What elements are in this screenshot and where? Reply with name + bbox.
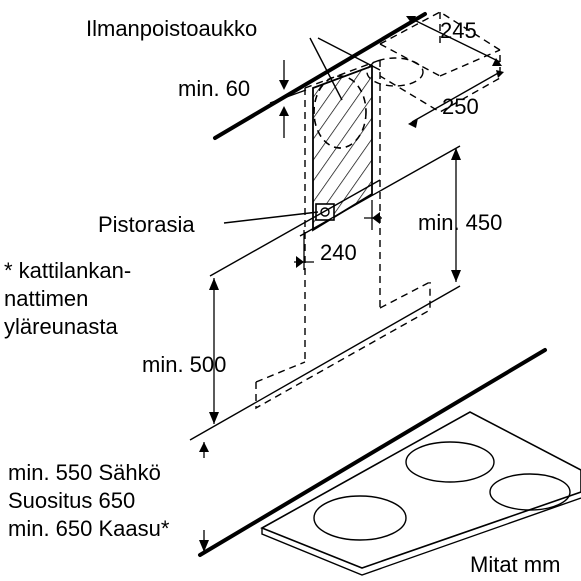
dim-min-60 <box>269 60 307 138</box>
dim-250-label: 250 <box>442 94 479 119</box>
min-60-label: min. 60 <box>178 76 251 101</box>
dim-245-label: 245 <box>440 18 477 43</box>
dim-245 <box>406 16 502 66</box>
dim-240-label: 240 <box>320 240 357 265</box>
chimney-outline <box>304 11 501 362</box>
cooktop <box>198 348 581 576</box>
note-line-3: yläreunasta <box>4 314 118 339</box>
recommended-label: Suositus 650 <box>8 488 136 513</box>
dim-min-450 <box>451 148 461 282</box>
units-label: Mitat mm <box>470 552 561 577</box>
socket-label: Pistorasia <box>98 212 195 237</box>
gas-label: min. 650 Kaasu* <box>8 516 170 541</box>
installation-zone <box>312 64 373 232</box>
socket-pointer <box>223 211 319 224</box>
outlet-pointer-2 <box>317 37 381 71</box>
ceiling-line <box>213 12 427 140</box>
hood-top-line <box>209 179 381 277</box>
hood-body-outline <box>255 281 431 410</box>
note-line-1: * kattilankan- <box>4 258 132 283</box>
zone-bottom-line <box>299 145 461 237</box>
dim-cooktop-distance <box>199 442 209 552</box>
electric-label: min. 550 Sähkö <box>8 460 161 485</box>
outlet-pointer-1 <box>309 37 343 101</box>
min-450-label: min. 450 <box>418 210 503 235</box>
dim-250 <box>408 70 504 128</box>
min-500-label: min. 500 <box>142 352 227 377</box>
hood-bottom-line <box>189 285 461 441</box>
note-line-2: nattimen <box>4 286 89 311</box>
dim-min-500 <box>209 278 219 424</box>
air-outlet-label: Ilmanpoistoaukko <box>86 16 258 41</box>
dim-240 <box>294 200 382 270</box>
